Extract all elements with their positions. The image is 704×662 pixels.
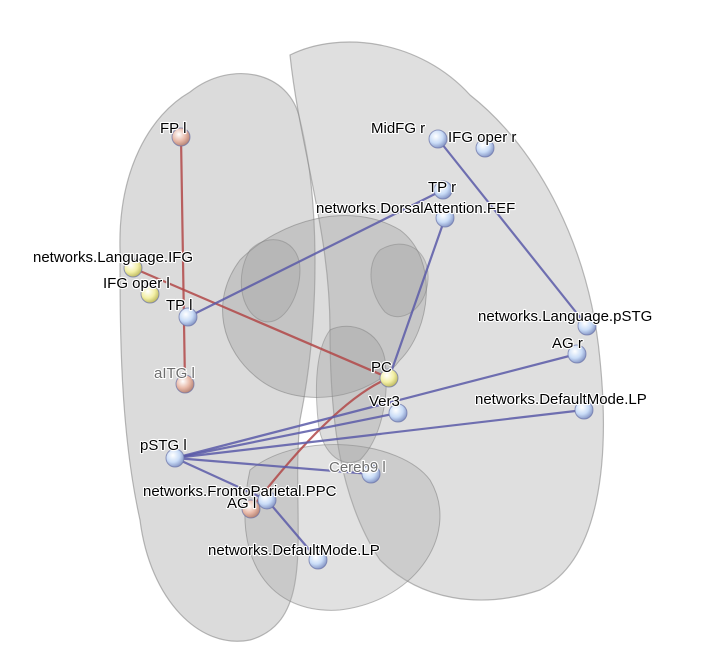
label-dan_fef: networks.DorsalAttention.FEF: [316, 200, 515, 217]
cerebellum: [244, 444, 441, 611]
label-ifg_oper_r: IFG oper r: [448, 129, 516, 146]
brainstem: [315, 325, 387, 463]
edge-pstg_l-cereb9_l: [173, 456, 373, 476]
node-tp_r: [433, 180, 453, 200]
node-pstg_l: [165, 448, 185, 468]
edge-lang_ifg-pc: [131, 266, 391, 380]
node-dan_fef: [435, 208, 455, 228]
node-ifg_oper_l: [140, 284, 160, 304]
label-pc: PC: [371, 359, 392, 376]
brain-glass-render: [119, 41, 604, 642]
label-ag_r: AG r: [552, 335, 583, 352]
node-dmn_lp_r: [574, 400, 594, 420]
node-lang_ifg: [123, 258, 143, 278]
label-ver3: Ver3: [369, 393, 400, 410]
node-cereb9_l: [361, 464, 381, 484]
subcortical-structures: [222, 215, 427, 398]
node-lang_pstg: [577, 316, 597, 336]
edge-fp_l-aitg_l: [179, 135, 187, 386]
label-tp_l: TP l: [166, 297, 192, 314]
label-fpn_ppc: networks.FrontoParietal.PPC: [143, 483, 337, 500]
label-dmn_lp_r: networks.DefaultMode.LP: [475, 391, 647, 408]
label-aitg_l: aITG l: [154, 365, 195, 382]
edge-midfg_r-lang_pstg: [436, 137, 589, 328]
label-pstg_l: pSTG l: [140, 437, 187, 454]
roi-labels: FP l MidFG r IFG oper r TP r networks.Dorsal…: [32, 119, 653, 560]
lateral-ventricle-right: [370, 243, 429, 318]
node-fpn_ppc: [257, 490, 277, 510]
node-ag_r: [567, 344, 587, 364]
label-fp_l: FP l: [160, 120, 186, 137]
label-dmn_lp_l: networks.DefaultMode.LP: [208, 542, 380, 559]
node-dmn_lp_l: [308, 550, 328, 570]
label-ag_l: AG l: [227, 495, 256, 512]
label-cereb9_l: Cereb9 l: [329, 459, 386, 476]
edge-pstg_l-ag_r: [173, 352, 579, 460]
connection-edges: [131, 135, 589, 562]
label-tp_r: TP r: [428, 179, 456, 196]
node-midfg_r: [428, 129, 448, 149]
edge-dan_fef-pc: [387, 216, 447, 380]
edge-fpn_ppc-dmn_lp_l: [265, 498, 320, 562]
right-hemisphere: [289, 41, 604, 601]
node-aitg_l: [175, 374, 195, 394]
label-lang_ifg: networks.Language.IFG: [33, 249, 193, 266]
node-ifg_oper_r: [475, 138, 495, 158]
label-midfg_r: MidFG r: [371, 120, 425, 137]
label-ifg_oper_l: IFG oper l: [103, 275, 170, 292]
edge-tp_l-tp_r: [186, 188, 445, 319]
label-lang_pstg: networks.Language.pSTG: [478, 308, 652, 325]
node-ver3: [388, 403, 408, 423]
node-pc: [379, 368, 399, 388]
edge-pstg_l-fpn_ppc: [173, 456, 269, 502]
edge-pc-ag_l: [249, 376, 391, 511]
node-ag_l: [241, 499, 261, 519]
roi-nodes: [123, 127, 597, 570]
edge-ver3-pstg_l: [173, 411, 400, 460]
edge-pstg_l-dmn_lp_r: [173, 408, 586, 460]
node-tp_l: [178, 307, 198, 327]
node-fp_l: [171, 127, 191, 147]
